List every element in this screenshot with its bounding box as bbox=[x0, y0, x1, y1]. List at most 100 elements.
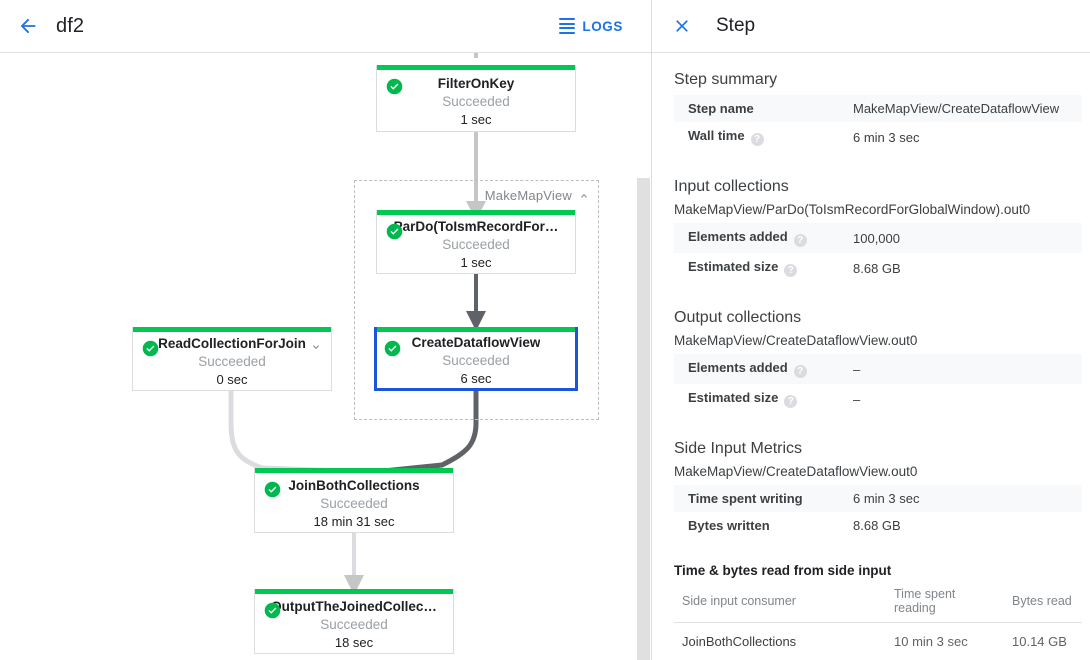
back-button[interactable] bbox=[8, 6, 48, 46]
node-title: OutputTheJoinedCollec… bbox=[271, 598, 437, 614]
node-status: Succeeded bbox=[320, 495, 388, 511]
row-value: 6 min 3 sec bbox=[853, 129, 920, 145]
step-panel-title: Step bbox=[716, 15, 756, 36]
job-graph-header: df2 LOGS bbox=[0, 0, 651, 53]
help-icon[interactable]: ? bbox=[793, 365, 807, 378]
node-status: Succeeded bbox=[442, 353, 510, 368]
edge-createdataflowview-to-join bbox=[380, 388, 479, 474]
row-value: 8.68 GB bbox=[853, 260, 901, 276]
output-collections-heading: Output collections bbox=[674, 309, 802, 326]
graph-node-pardo-toismrecord[interactable]: ParDo(ToIsmRecordFor… Succeeded 1 sec bbox=[376, 210, 576, 274]
row-value: 6 min 3 sec bbox=[839, 485, 1082, 512]
graph-node-read-collection-for-join[interactable]: ReadCollectionForJoin Succeeded 0 sec bbox=[132, 327, 332, 391]
table-row: JoinBothCollections 10 min 3 sec 10.14 G… bbox=[674, 622, 1082, 660]
column-header-side-input-consumer: Side input consumer bbox=[674, 582, 886, 623]
check-circle-icon bbox=[264, 602, 281, 619]
node-status-bar bbox=[255, 589, 453, 594]
table-row: Step name MakeMapView/CreateDataflowView bbox=[674, 95, 1082, 122]
job-graph-pane: df2 LOGS bbox=[0, 0, 652, 660]
check-circle-icon bbox=[264, 481, 281, 498]
node-status-bar bbox=[377, 327, 575, 332]
logs-button[interactable]: LOGS bbox=[551, 12, 631, 40]
job-graph-canvas[interactable]: MakeMapView FilterOnKey Succeeded 1 sec bbox=[0, 53, 651, 660]
help-icon[interactable]: ? bbox=[793, 234, 807, 247]
arrow-left-icon bbox=[20, 18, 36, 34]
list-icon bbox=[559, 18, 576, 34]
edge-readcollection-to-join bbox=[228, 387, 348, 474]
close-panel-button[interactable] bbox=[664, 8, 700, 44]
close-icon bbox=[676, 20, 688, 32]
graph-edges bbox=[228, 53, 486, 595]
chevron-down-icon[interactable] bbox=[310, 341, 322, 353]
table-row: Elements added? 100,000 bbox=[674, 223, 1082, 253]
input-collection-name: MakeMapView/ParDo(ToIsmRecordForGlobalWi… bbox=[674, 202, 1031, 217]
step-summary-heading: Step summary bbox=[674, 71, 778, 88]
check-circle-icon bbox=[142, 340, 159, 357]
node-status: Succeeded bbox=[198, 354, 266, 369]
row-key: Elements added bbox=[688, 229, 788, 244]
side-input-read-table: Side input consumer Time spent reading B… bbox=[674, 582, 1082, 660]
check-circle-icon bbox=[384, 340, 401, 357]
help-icon[interactable]: ? bbox=[784, 395, 798, 408]
step-details-body: Step summary Step name MakeMapView/Creat… bbox=[652, 53, 1090, 660]
node-status: Succeeded bbox=[320, 616, 388, 632]
node-title: ReadCollectionForJoin bbox=[158, 336, 306, 351]
node-title: FilterOnKey bbox=[437, 75, 515, 91]
row-value: 100,000 bbox=[839, 223, 1082, 253]
node-time: 1 sec bbox=[460, 255, 492, 270]
side-input-metrics-heading: Side Input Metrics bbox=[674, 440, 803, 457]
composite-group-label: MakeMapView bbox=[484, 188, 572, 203]
table-row: Time spent writing 6 min 3 sec bbox=[674, 485, 1082, 512]
table-row: Elements added? – bbox=[674, 354, 1082, 384]
graph-vertical-scrollbar[interactable] bbox=[637, 0, 650, 660]
side-input-read-table-title: Time & bytes read from side input bbox=[674, 563, 892, 578]
graph-node-create-dataflow-view[interactable]: CreateDataflowView Succeeded 6 sec bbox=[374, 327, 578, 391]
node-status: Succeeded bbox=[442, 237, 510, 252]
table-row: Bytes written 8.68 GB bbox=[674, 512, 1082, 539]
row-key: Elements added bbox=[688, 360, 788, 375]
step-panel-header: Step bbox=[652, 0, 1090, 53]
column-header-bytes-read: Bytes read bbox=[1004, 582, 1082, 623]
graph-scrollbar-thumb[interactable] bbox=[637, 178, 650, 660]
node-title: CreateDataflowView bbox=[411, 335, 541, 350]
input-collections-heading: Input collections bbox=[674, 178, 789, 195]
row-key: Estimated size bbox=[688, 259, 779, 274]
graph-node-output-the-joined-collection[interactable]: OutputTheJoinedCollec… Succeeded 18 sec bbox=[254, 589, 454, 654]
row-value: 8.68 GB bbox=[853, 518, 901, 533]
node-time: 18 min 31 sec bbox=[313, 513, 395, 529]
node-title: ParDo(ToIsmRecordFor… bbox=[393, 219, 559, 234]
output-collection-name: MakeMapView/CreateDataflowView.out0 bbox=[674, 333, 918, 348]
check-circle-icon bbox=[386, 223, 403, 240]
node-time: 18 sec bbox=[334, 634, 374, 650]
check-circle-icon bbox=[386, 78, 403, 95]
help-icon[interactable]: ? bbox=[784, 264, 798, 277]
side-input-collection-name: MakeMapView/CreateDataflowView.out0 bbox=[674, 464, 918, 479]
row-key: Time spent writing bbox=[674, 485, 839, 512]
page-title: df2 bbox=[56, 14, 85, 37]
row-key: Wall time bbox=[688, 128, 745, 143]
graph-node-join-both-collections[interactable]: JoinBothCollections Succeeded 18 min 31 … bbox=[254, 468, 454, 533]
chevron-up-icon[interactable] bbox=[578, 190, 590, 202]
table-row: Estimated size? – bbox=[674, 384, 1082, 414]
help-icon[interactable]: ? bbox=[750, 133, 764, 146]
node-time: 1 sec bbox=[460, 111, 492, 127]
graph-node-filter-on-key[interactable]: FilterOnKey Succeeded 1 sec bbox=[376, 65, 576, 132]
node-status: Succeeded bbox=[442, 93, 510, 109]
node-status-bar bbox=[133, 327, 331, 332]
node-status-bar bbox=[377, 210, 575, 215]
row-key: Bytes written bbox=[688, 518, 770, 533]
composite-group-makemapview[interactable]: MakeMapView bbox=[354, 180, 599, 420]
side-input-metrics-table: Time spent writing 6 min 3 sec Bytes wri… bbox=[674, 485, 1082, 539]
table-row: Wall time? 6 min 3 sec bbox=[674, 122, 1082, 152]
cell-bytes-read: 10.14 GB bbox=[1004, 622, 1082, 660]
cell-side-input-consumer: JoinBothCollections bbox=[674, 622, 886, 660]
row-key: Estimated size bbox=[688, 390, 779, 405]
row-value: – bbox=[853, 391, 861, 407]
input-collections-table: Elements added? 100,000 Estimated size? … bbox=[674, 223, 1082, 283]
node-status-bar bbox=[377, 65, 575, 70]
row-key: Step name bbox=[688, 101, 754, 116]
table-header-row: Side input consumer Time spent reading B… bbox=[674, 582, 1082, 623]
logs-button-label: LOGS bbox=[582, 18, 623, 34]
node-time: 0 sec bbox=[216, 372, 248, 387]
